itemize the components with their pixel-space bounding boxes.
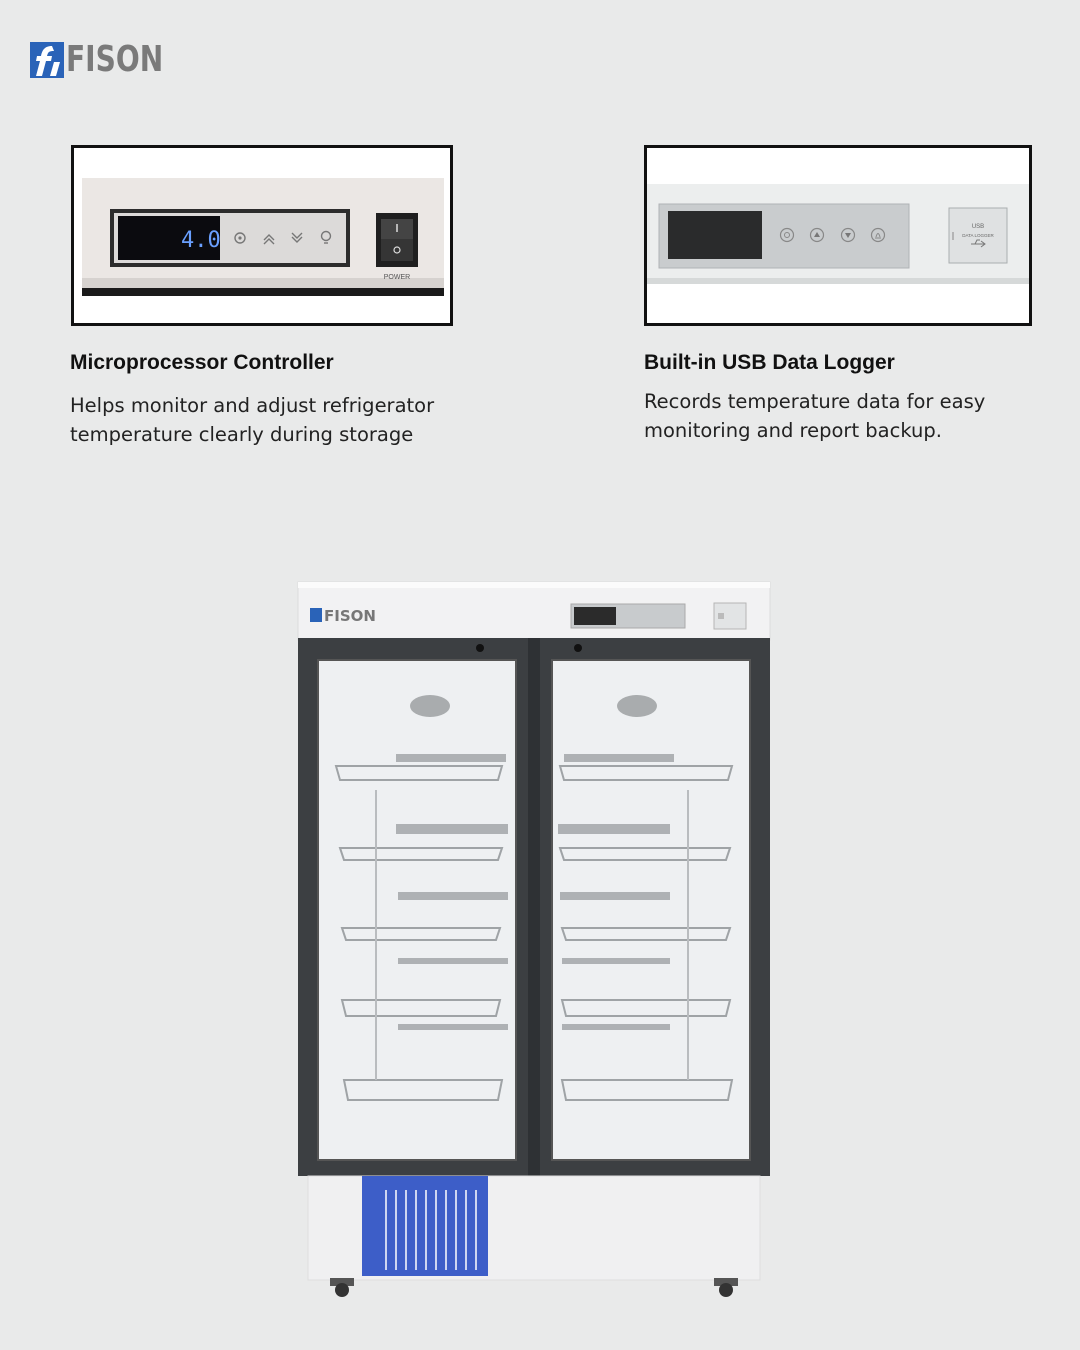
- power-label: POWER: [384, 274, 410, 281]
- feature-title-usb-logger: Built-in USB Data Logger: [644, 351, 895, 374]
- brand-name: FISON: [66, 39, 164, 80]
- fison-logo-icon: [30, 42, 64, 78]
- alarm-icon: [870, 227, 886, 243]
- chevron-down-icon: [291, 232, 303, 243]
- controller-panel: 4.0 POWER: [74, 148, 450, 323]
- refrigerator-image: FISON: [290, 570, 780, 1305]
- bulb-icon: [320, 230, 332, 244]
- fridge-brand-label: FISON: [324, 607, 376, 625]
- display-power-icon: [779, 227, 795, 243]
- usb-icon: [971, 239, 986, 248]
- feature-desc-usb-logger: Records temperature data for easy monito…: [644, 390, 986, 442]
- refrigerator-drawing: FISON: [297, 581, 771, 1297]
- brand-logo: FISON: [30, 42, 191, 78]
- chevron-up-icon: [263, 234, 275, 245]
- usb-label: USB: [972, 224, 984, 230]
- display-readout: 4.0: [181, 228, 221, 253]
- data-logger-label: DATA LOGGER: [962, 233, 994, 238]
- usb-panel: USB DATA LOGGER: [647, 148, 1029, 323]
- feature-desc-controller: Helps monitor and adjust refrigerator te…: [70, 394, 435, 446]
- feature-title-controller: Microprocessor Controller: [70, 351, 334, 374]
- usb-logger-image: USB DATA LOGGER: [644, 145, 1032, 326]
- arrow-up-icon: [809, 227, 825, 243]
- arrow-down-icon: [840, 227, 856, 243]
- controller-image: 4.0 POWER: [71, 145, 453, 326]
- gear-icon: [234, 232, 246, 244]
